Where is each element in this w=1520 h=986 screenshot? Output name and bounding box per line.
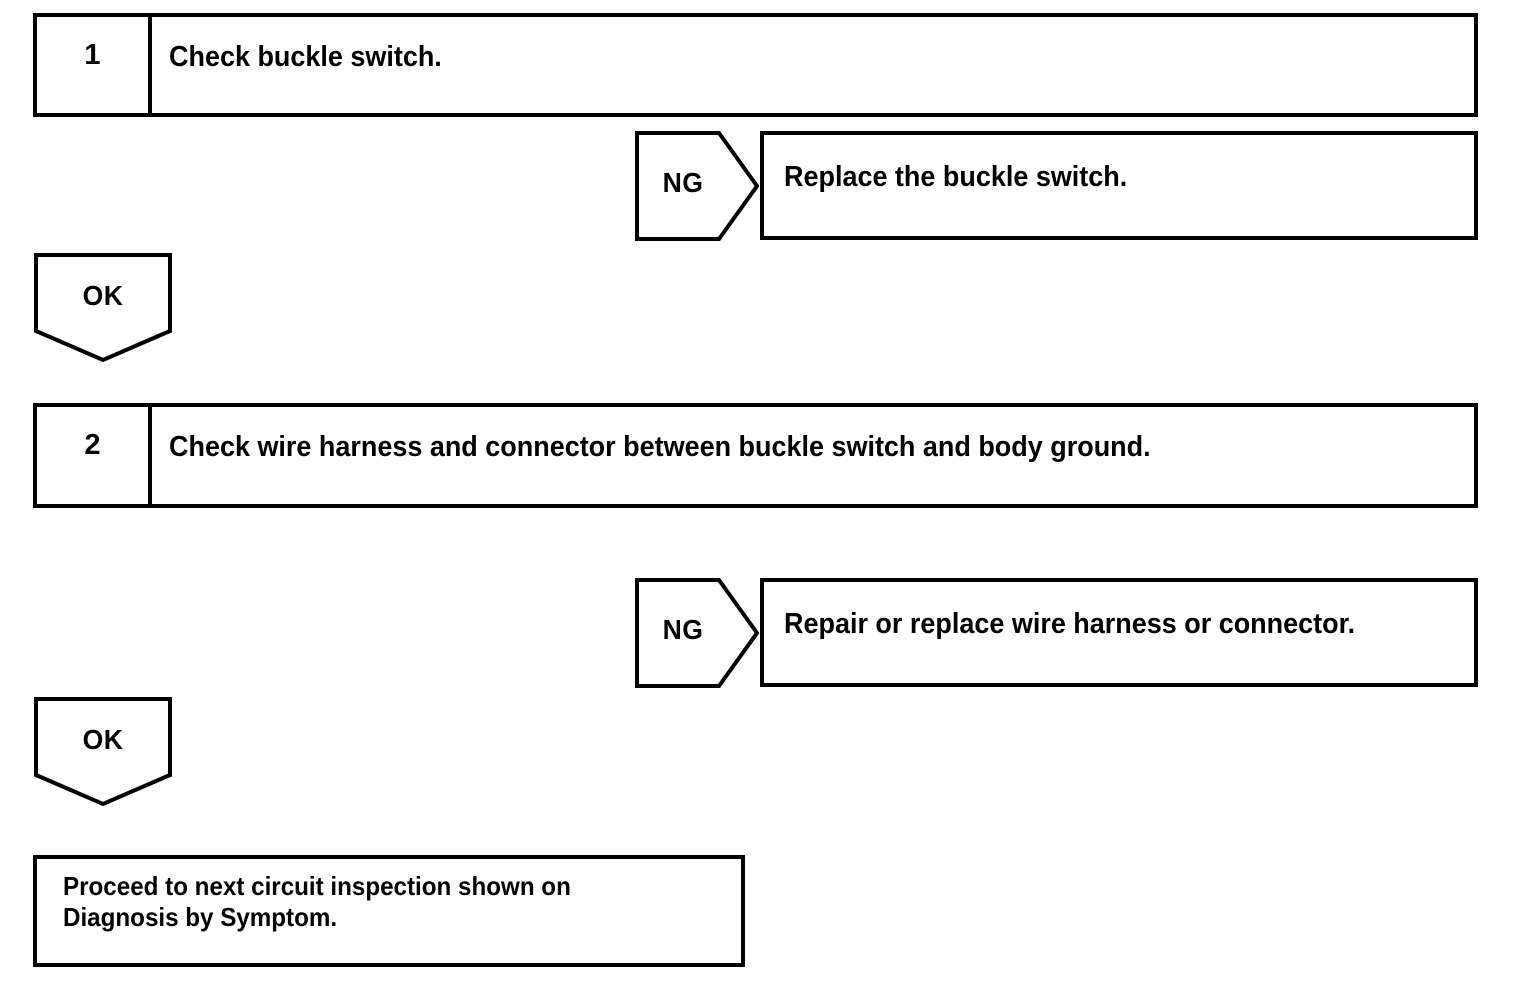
step-number-cell-2: 2	[37, 407, 152, 504]
ng-action-text-1: Replace the buckle switch.	[784, 161, 1128, 193]
ok-label-2: OK	[82, 724, 124, 755]
step-number-1: 1	[84, 39, 101, 71]
step-text-2: Check wire harness and connector between…	[169, 431, 1151, 463]
step-text-1: Check buckle switch.	[169, 41, 442, 73]
ng-label-1: NG	[662, 167, 704, 198]
step-number-2: 2	[84, 429, 101, 461]
ng-pentagon-icon-1	[635, 131, 759, 241]
final-outcome-box: Proceed to next circuit inspection shown…	[33, 855, 745, 967]
ng-connector-2: NG	[635, 578, 759, 688]
ng-action-box-1: Replace the buckle switch.	[760, 131, 1478, 240]
ng-action-text-2: Repair or replace wire harness or connec…	[784, 608, 1356, 640]
ng-action-box-2: Repair or replace wire harness or connec…	[760, 578, 1478, 687]
ok-pentagon-icon-1	[34, 253, 172, 363]
ok-label-1: OK	[82, 280, 124, 311]
ng-label-2: NG	[662, 614, 704, 645]
ng-connector-1: NG	[635, 131, 759, 241]
ok-pentagon-icon-2	[34, 697, 172, 807]
step-box-1: 1 Check buckle switch.	[33, 13, 1478, 117]
ok-connector-2: OK	[34, 697, 172, 807]
final-outcome-line-1: Proceed to next circuit inspection shown…	[63, 871, 571, 901]
ng-pentagon-icon-2	[635, 578, 759, 688]
ok-connector-1: OK	[34, 253, 172, 363]
final-outcome-line-2: Diagnosis by Symptom.	[63, 902, 338, 932]
step-number-cell-1: 1	[37, 17, 152, 113]
step-box-2: 2 Check wire harness and connector betwe…	[33, 403, 1478, 508]
